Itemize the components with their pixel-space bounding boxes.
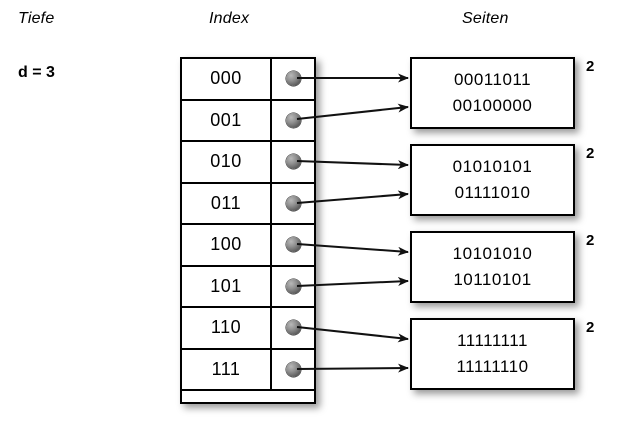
index-row[interactable]: 010 bbox=[182, 142, 314, 184]
index-row[interactable]: 100 bbox=[182, 225, 314, 267]
page-local-depth: 2 bbox=[586, 232, 595, 249]
page-local-depth: 2 bbox=[586, 58, 595, 75]
index-key: 111 bbox=[182, 349, 272, 389]
page-record: 11111111 bbox=[457, 331, 528, 350]
page-box[interactable]: 01010101 01111010 bbox=[410, 144, 575, 216]
pointer-dot-icon bbox=[285, 237, 301, 253]
column-heading-index: Index bbox=[209, 10, 250, 27]
index-pointer-cell[interactable] bbox=[272, 184, 314, 224]
pointer-dot-icon bbox=[285, 361, 301, 377]
pointer-dot-icon bbox=[285, 154, 301, 170]
page-record: 11111110 bbox=[456, 357, 529, 376]
page-record: 10110101 bbox=[453, 270, 532, 289]
column-heading-seiten: Seiten bbox=[462, 10, 509, 27]
index-row[interactable]: 001 bbox=[182, 100, 314, 142]
page-box[interactable]: 11111111 11111110 bbox=[410, 318, 575, 390]
index-key: 101 bbox=[182, 266, 272, 306]
index-table-footer bbox=[182, 391, 314, 405]
index-row[interactable]: 000 bbox=[182, 59, 314, 101]
page-box[interactable]: 00011011 00100000 bbox=[410, 57, 575, 129]
pointer-dot-icon bbox=[285, 71, 301, 87]
index-pointer-cell[interactable] bbox=[272, 101, 314, 141]
index-pointer-cell[interactable] bbox=[272, 267, 314, 307]
index-key: 000 bbox=[182, 59, 272, 99]
column-heading-tiefe: Tiefe bbox=[18, 10, 55, 27]
page-box[interactable]: 10101010 10110101 bbox=[410, 231, 575, 303]
index-table: 000 001 010 011 100 bbox=[180, 57, 316, 404]
index-pointer-cell[interactable] bbox=[272, 350, 314, 390]
index-key: 100 bbox=[182, 225, 272, 265]
index-pointer-cell[interactable] bbox=[272, 142, 314, 182]
page-local-depth: 2 bbox=[586, 145, 595, 162]
index-row[interactable]: 110 bbox=[182, 308, 314, 350]
pointer-dot-icon bbox=[285, 278, 301, 294]
pointer-dot-icon bbox=[285, 320, 301, 336]
pointer-dot-icon bbox=[285, 195, 301, 211]
global-depth-label: d = 3 bbox=[18, 64, 55, 81]
index-row[interactable]: 101 bbox=[182, 266, 314, 308]
index-key: 010 bbox=[182, 142, 272, 182]
index-pointer-cell[interactable] bbox=[272, 308, 314, 348]
page-local-depth: 2 bbox=[586, 319, 595, 336]
page-record: 01111010 bbox=[454, 183, 531, 202]
page-record: 00100000 bbox=[452, 96, 533, 115]
page-record: 10101010 bbox=[452, 244, 533, 263]
pointer-dot-icon bbox=[285, 112, 301, 128]
page-record: 00011011 bbox=[453, 70, 532, 89]
page-record: 01010101 bbox=[452, 157, 533, 176]
index-key: 011 bbox=[182, 183, 272, 223]
index-key: 001 bbox=[182, 100, 272, 140]
index-row[interactable]: 011 bbox=[182, 183, 314, 225]
index-pointer-cell[interactable] bbox=[272, 59, 314, 99]
index-pointer-cell[interactable] bbox=[272, 225, 314, 265]
index-row[interactable]: 111 bbox=[182, 349, 314, 391]
index-key: 110 bbox=[182, 308, 272, 348]
